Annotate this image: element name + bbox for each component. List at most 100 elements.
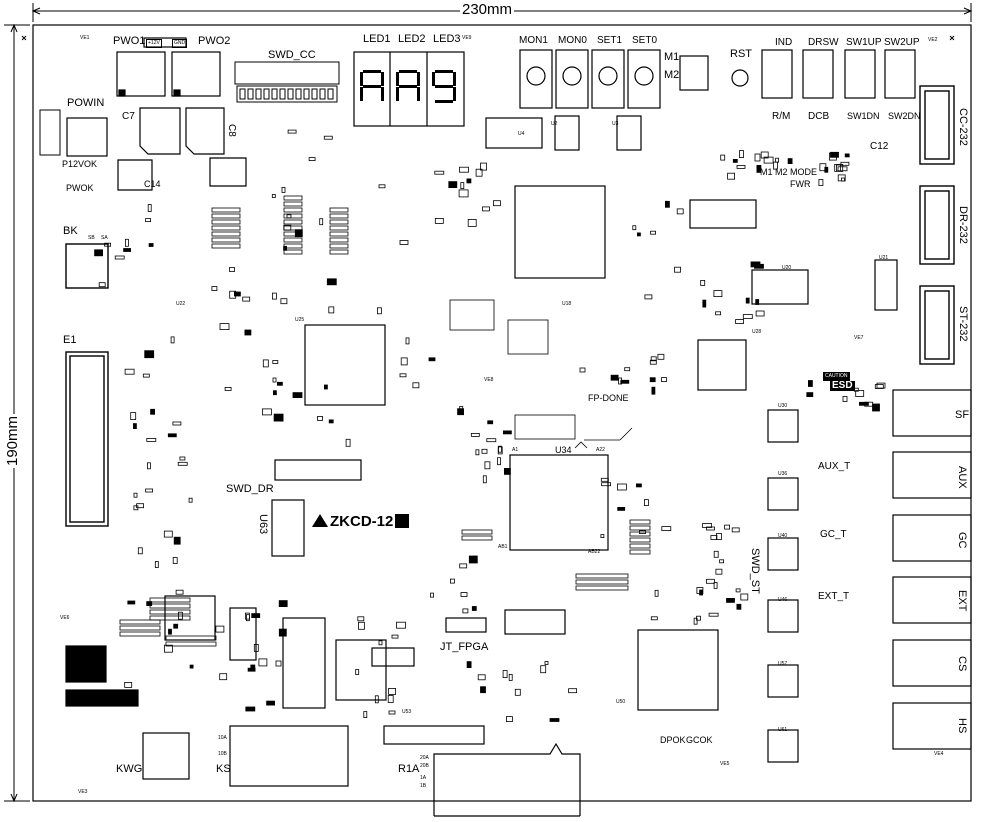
- u40-label: U40: [778, 533, 788, 539]
- smd-component: [654, 589, 659, 597]
- smd-component: [271, 292, 277, 300]
- led3-digit: [432, 70, 456, 104]
- resistor-array: [329, 231, 349, 237]
- sw2dn-label: SW2DN: [888, 111, 921, 121]
- smd-component: [637, 232, 641, 237]
- smd-component: [508, 674, 513, 681]
- smd-component: [732, 158, 738, 163]
- ext-t-label: EXT_T: [818, 591, 850, 602]
- smd-component: [125, 238, 129, 247]
- smd-component: [700, 279, 706, 286]
- smd-component: [458, 189, 469, 198]
- u53-label: U53: [402, 709, 412, 715]
- u18-label: U18: [562, 301, 572, 307]
- ten-b-label: 10B: [218, 751, 227, 757]
- smd-component: [363, 711, 368, 718]
- resistor-array: [165, 635, 217, 641]
- u25-label: U25: [295, 317, 305, 323]
- smd-component: [430, 592, 434, 598]
- smd-component: [326, 278, 337, 286]
- connector-pin: [327, 88, 334, 100]
- smd-component: [388, 688, 397, 695]
- mode-label: M1 M2 MODE: [760, 167, 818, 177]
- resistor-array: [283, 249, 303, 255]
- smd-component: [466, 661, 472, 668]
- smd-component: [172, 557, 178, 564]
- m1-label: M1: [664, 51, 680, 63]
- smd-component: [477, 674, 486, 681]
- board-outline: [32, 24, 972, 802]
- r1a-label: R1A: [398, 763, 420, 775]
- smd-component: [387, 695, 394, 703]
- rst-label: RST: [730, 48, 752, 60]
- u22-label: U22: [176, 301, 186, 307]
- resistor-array: [629, 549, 651, 555]
- resistor-array: [283, 243, 303, 249]
- smd-component: [676, 208, 684, 215]
- u46-label: U46: [778, 597, 788, 603]
- smd-component: [104, 242, 111, 247]
- smd-component: [731, 527, 740, 533]
- resistor-array: [149, 597, 191, 603]
- smd-component: [229, 290, 237, 299]
- smd-component: [471, 606, 477, 611]
- smd-component: [497, 457, 501, 466]
- smd-component: [258, 658, 268, 667]
- resistor-array: [119, 625, 161, 631]
- smd-component: [787, 158, 793, 165]
- u3-label: U3: [612, 121, 619, 127]
- smd-component: [661, 377, 667, 383]
- smd-component: [355, 669, 360, 675]
- smd-component: [756, 164, 762, 173]
- sw1up-label: SW1UP: [846, 37, 882, 48]
- c14-label: C14: [144, 179, 161, 189]
- smd-component: [179, 456, 186, 461]
- sa-label: SA: [101, 235, 108, 241]
- smd-component: [632, 225, 637, 231]
- ve1-label: VE1: [80, 35, 90, 41]
- smd-component: [710, 535, 718, 540]
- smd-component: [175, 589, 184, 595]
- smd-component: [168, 628, 172, 635]
- smd-component: [459, 405, 464, 414]
- smd-component: [280, 298, 288, 305]
- ab1-label: AB1: [498, 544, 508, 550]
- smd-component: [189, 664, 194, 669]
- resistor-array: [211, 243, 241, 249]
- smd-component: [163, 644, 173, 653]
- smd-component: [727, 172, 735, 180]
- smd-component: [144, 350, 155, 359]
- u57-label: U57: [778, 661, 788, 667]
- connector-pin: [287, 88, 294, 100]
- smd-component: [624, 367, 631, 372]
- connector-pin: [271, 88, 278, 100]
- smd-component: [154, 561, 159, 568]
- drsw-label: DRSW: [808, 37, 839, 48]
- smd-component: [600, 477, 609, 482]
- resistor-array: [629, 531, 651, 537]
- smd-component: [650, 616, 658, 621]
- smd-component: [448, 181, 458, 189]
- smd-component: [502, 670, 508, 678]
- u2-label: U2: [551, 121, 558, 127]
- smd-component: [481, 448, 488, 454]
- bk-label: BK: [63, 225, 78, 237]
- smd-component: [244, 329, 252, 336]
- one-a-label: 1A: [420, 775, 427, 781]
- smd-component: [173, 623, 179, 629]
- u50-label: U50: [616, 699, 626, 705]
- smd-component: [145, 218, 152, 223]
- smd-component: [620, 379, 630, 384]
- smd-component: [872, 403, 880, 412]
- smd-component: [540, 665, 547, 674]
- smd-component: [245, 614, 250, 622]
- twenty-a-label: 20A: [420, 755, 429, 761]
- smd-component: [345, 438, 351, 447]
- sf-label: SF: [955, 409, 970, 421]
- smd-component: [292, 392, 303, 399]
- jt-fpga-label: JT_FPGA: [440, 641, 489, 653]
- smd-component: [486, 438, 497, 443]
- smd-component: [266, 700, 276, 706]
- resistor-array: [149, 615, 191, 621]
- toggle-switches: [679, 49, 916, 99]
